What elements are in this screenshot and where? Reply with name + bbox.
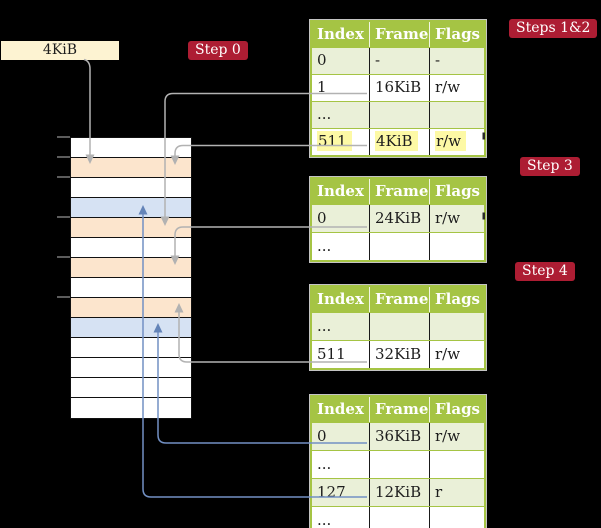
table-row: 0 - -: [312, 47, 484, 74]
memory-frame: [71, 278, 191, 298]
column-header: Flags: [429, 22, 484, 47]
cell-flags: [429, 313, 484, 340]
cell-frame: [369, 102, 429, 128]
memory-frame: [71, 378, 191, 398]
cell-frame: -: [369, 48, 429, 74]
cell-flags: -: [429, 48, 484, 74]
column-header: Index: [312, 287, 369, 312]
cell-index: ...: [317, 237, 332, 255]
table-page-table-upper: Index Frame Flags ... 511 32KiB r/w: [310, 285, 486, 370]
cell-frame: [369, 451, 429, 478]
address-ticks: [57, 136, 70, 298]
badge-step-0: Step 0: [188, 41, 248, 60]
table-page-table-lower: Index Frame Flags 0 36KiB r/w ... 127 12…: [310, 395, 486, 528]
column-header: Index: [312, 397, 369, 422]
memory-frame: [71, 218, 191, 238]
column-header: Frame: [369, 22, 429, 47]
memory-frame: [71, 338, 191, 358]
cell-index: 511: [312, 129, 369, 155]
cell-index: 1: [317, 78, 327, 96]
column-header: Index: [312, 22, 369, 47]
frame-size-label: 4KiB: [1, 41, 119, 60]
table-row-highlighted: 511 4KiB r/w: [312, 128, 484, 155]
cell-frame: 32KiB: [369, 341, 429, 368]
cell-index: ...: [317, 105, 332, 123]
badge-step-3: Step 3: [520, 157, 580, 176]
table-row: 511 32KiB r/w: [312, 340, 484, 368]
table-row: ...: [312, 506, 484, 528]
memory-frame: [71, 138, 191, 158]
memory-frame: [71, 258, 191, 278]
cell-frame: [369, 507, 429, 528]
table-page-directory: Index Frame Flags 0 24KiB r/w ...: [310, 177, 486, 262]
table-row: 0 36KiB r/w: [312, 422, 484, 450]
column-header: Frame: [369, 397, 429, 422]
cell-flags: [429, 451, 484, 478]
table-header-row: Index Frame Flags: [312, 179, 484, 204]
table-row: ...: [312, 450, 484, 478]
table-row: 0 24KiB r/w: [312, 204, 484, 232]
cell-index: 511: [317, 345, 346, 363]
cell-flags: r/w: [429, 205, 484, 232]
cell-flags: r/w: [429, 341, 484, 368]
column-header: Index: [312, 179, 369, 204]
table-header-row: Index Frame Flags: [312, 397, 484, 422]
table-row: 127 12KiB r: [312, 478, 484, 506]
cell-flags: [429, 507, 484, 528]
column-header: Frame: [369, 179, 429, 204]
column-header: Flags: [429, 287, 484, 312]
memory-frame: [71, 238, 191, 258]
column-header: Frame: [369, 287, 429, 312]
memory-frame: [71, 318, 191, 338]
physical-memory-column: [70, 137, 192, 419]
cell-index: ...: [317, 455, 332, 473]
cell-frame: 12KiB: [369, 479, 429, 506]
memory-frame: [71, 398, 191, 418]
cell-frame: [369, 233, 429, 260]
table-row: ...: [312, 312, 484, 340]
table-header-row: Index Frame Flags: [312, 287, 484, 312]
cell-flags: [429, 233, 484, 260]
memory-frame: [71, 198, 191, 218]
cell-frame: 4KiB: [369, 129, 429, 155]
cell-flags: [429, 102, 484, 128]
memory-frame: [71, 298, 191, 318]
badge-steps-1-2: Steps 1&2: [509, 19, 598, 38]
table-page-global-directory: Index Frame Flags 0 - - 1 16KiB r/w ... …: [310, 20, 486, 157]
cell-flags: r/w: [429, 423, 484, 450]
cell-flags: r: [429, 479, 484, 506]
cell-frame: 16KiB: [369, 75, 429, 101]
cell-frame: 24KiB: [369, 205, 429, 232]
cell-index: ...: [317, 317, 332, 335]
cell-index: ...: [317, 511, 332, 528]
table-row: 1 16KiB r/w: [312, 74, 484, 101]
table-header-row: Index Frame Flags: [312, 22, 484, 47]
memory-frame: [71, 358, 191, 378]
memory-frame: [71, 158, 191, 178]
memory-frame: [71, 178, 191, 198]
cell-index: 0: [317, 209, 327, 227]
badge-step-4: Step 4: [515, 262, 575, 281]
cell-flags: r/w: [429, 129, 484, 155]
table-row: ...: [312, 101, 484, 128]
cell-flags: r/w: [429, 75, 484, 101]
table-row: ...: [312, 232, 484, 260]
column-header: Flags: [429, 179, 484, 204]
cell-index: 127: [317, 483, 346, 501]
cell-frame: 36KiB: [369, 423, 429, 450]
cell-frame: [369, 313, 429, 340]
cell-index: 0: [317, 51, 327, 69]
cell-index: 0: [317, 427, 327, 445]
column-header: Flags: [429, 397, 484, 422]
